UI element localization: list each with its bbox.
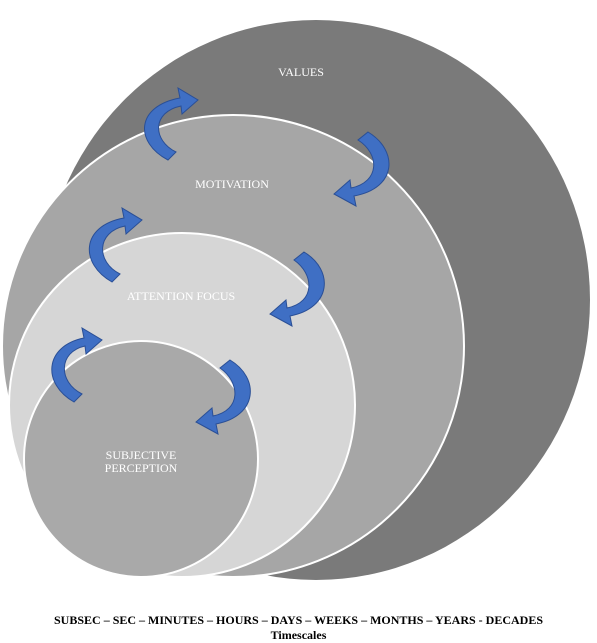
- curved-arrow-down-icon: [269, 251, 325, 327]
- subjective-perception-label-line2: PERCEPTION: [105, 461, 178, 475]
- attention-focus-label: ATTENTION FOCUS: [127, 289, 235, 303]
- motivation-label: MOTIVATION: [195, 177, 269, 191]
- values-label: VALUES: [278, 65, 324, 79]
- curved-arrow-up-icon: [51, 326, 103, 403]
- curved-arrow-up-icon: [88, 206, 143, 283]
- subjective-perception-circle: [23, 340, 259, 578]
- curved-arrow-down-icon: [195, 359, 251, 435]
- curved-arrow-up-icon: [144, 86, 199, 161]
- timescale-caption: Timescales: [270, 628, 327, 642]
- subjective-perception-label-line1: SUBJECTIVE: [106, 448, 177, 462]
- nested-circles-diagram: VALUES MOTIVATION ATTENTION FOCUS SUBJEC…: [1, 20, 590, 580]
- timescale-scale: SUBSEC – SEC – MINUTES – HOURS – DAYS – …: [54, 613, 543, 627]
- curved-arrow-down-icon: [333, 131, 390, 207]
